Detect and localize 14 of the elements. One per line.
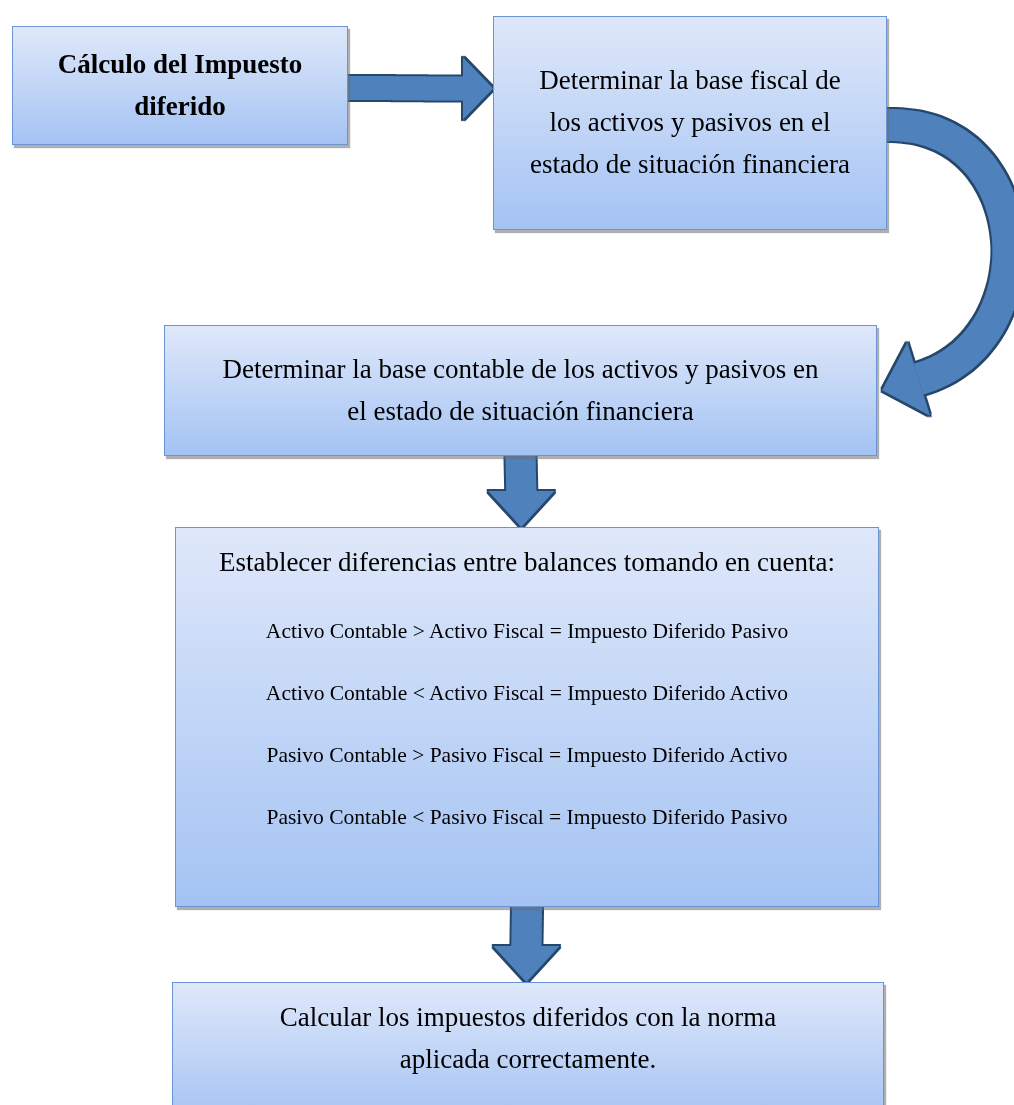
box-text: Determinar la base fiscal de los activos y pasivos en el estado de situación financiera [528,64,852,181]
condition-text: Activo Contable < Activo Fiscal = Impuesto Diferido Activo [265,679,789,707]
condition-text: Activo Contable > Activo Fiscal = Impuesto Diferido Pasivo [265,617,789,645]
box-text: Establecer diferencias entre balances tomando en cuenta: [218,546,836,579]
condition-text: Pasivo Contable < Pasivo Fiscal = Impuesto Diferido Pasivo [266,803,788,831]
box-text: Determinar la base contable de los activos y pasivos en el estado de situación financiera [221,352,820,428]
condition-text: Pasivo Contable > Pasivo Fiscal = Impuesto Diferido Activo [266,741,788,769]
process-box [172,982,884,1105]
process-box [175,527,879,907]
process-box [164,325,877,456]
box-text: Calcular los impuestos diferidos con la norma aplicada correctamente. [278,1001,778,1076]
process-box [12,26,348,145]
box-text: Cálculo del Impuesto diferido [56,47,304,123]
process-box [493,16,887,230]
